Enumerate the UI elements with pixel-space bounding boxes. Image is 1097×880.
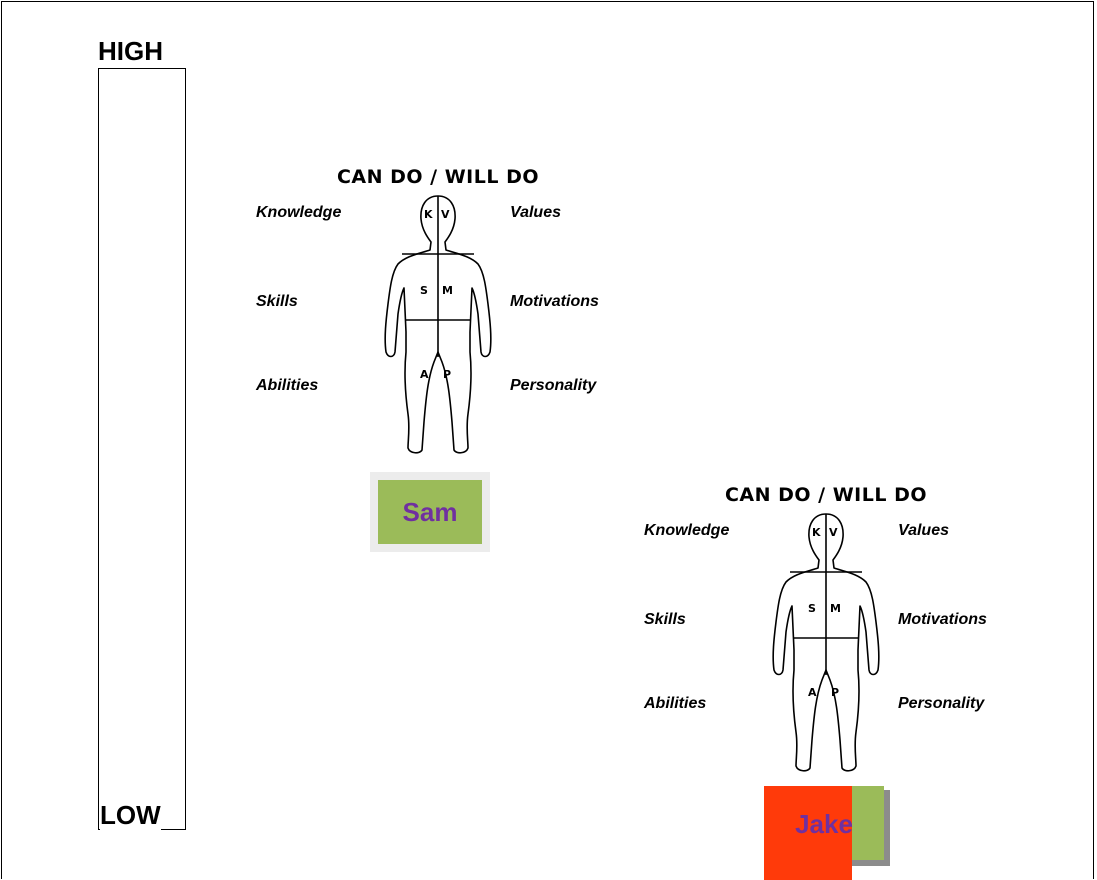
name-card-jake: Jake	[764, 792, 884, 856]
person-figure-jake: CAN DO / WILL DO Knowledge Skills Abilit…	[636, 478, 1016, 778]
label-values: Values	[898, 522, 949, 540]
letter-p: P	[831, 686, 839, 699]
letter-a: A	[808, 686, 817, 699]
scale-high-label: HIGH	[98, 36, 163, 66]
human-body-icon: K V S M A P	[766, 510, 886, 780]
label-motivations: Motivations	[510, 293, 599, 311]
letter-v: V	[829, 526, 838, 539]
letter-s: S	[420, 284, 428, 297]
letter-a: A	[420, 368, 429, 381]
letter-k: K	[424, 208, 433, 221]
figure-title: CAN DO / WILL DO	[248, 166, 628, 188]
label-abilities: Abilities	[644, 695, 706, 713]
letter-m: M	[830, 602, 841, 615]
label-personality: Personality	[510, 377, 596, 395]
label-skills: Skills	[256, 293, 298, 311]
label-motivations: Motivations	[898, 611, 987, 629]
label-knowledge: Knowledge	[644, 522, 729, 540]
label-knowledge: Knowledge	[256, 204, 341, 222]
letter-k: K	[812, 526, 821, 539]
label-personality: Personality	[898, 695, 984, 713]
letter-v: V	[441, 208, 450, 221]
name-card-sam: Sam	[378, 480, 482, 544]
letter-m: M	[442, 284, 453, 297]
letter-p: P	[443, 368, 451, 381]
scale-low-label: LOW	[100, 800, 161, 830]
person-figure-sam: CAN DO / WILL DO Knowledge Skills Abilit…	[248, 160, 628, 460]
label-abilities: Abilities	[256, 377, 318, 395]
label-values: Values	[510, 204, 561, 222]
scale-bar	[98, 68, 186, 830]
label-skills: Skills	[644, 611, 686, 629]
human-body-icon: K V S M A P	[378, 192, 498, 462]
figure-title: CAN DO / WILL DO	[636, 484, 1016, 506]
letter-s: S	[808, 602, 816, 615]
